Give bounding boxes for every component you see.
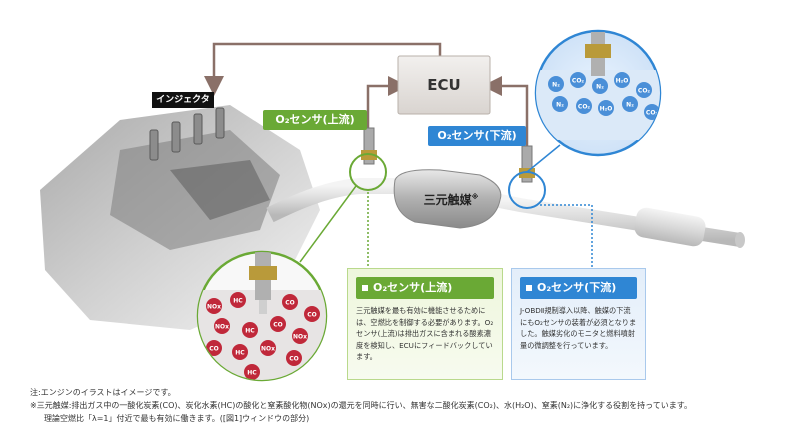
upstream-molecule-bubble bbox=[304, 306, 320, 322]
downstream-molecule-bubble bbox=[636, 82, 652, 98]
callout-lines-blue bbox=[526, 144, 593, 268]
downstream-molecule-label: N₂ bbox=[556, 102, 564, 109]
arrow-downstream-to-ecu bbox=[482, 76, 529, 146]
upstream-molecule-bubble bbox=[292, 328, 308, 344]
upstream-molecule-label: CO bbox=[307, 312, 317, 319]
upstream-molecule-label: CO bbox=[273, 322, 283, 329]
upstream-molecule-bubble bbox=[232, 344, 248, 360]
downstream-molecule-bubble bbox=[576, 98, 592, 114]
downstream-molecule-bubble bbox=[548, 76, 564, 92]
sensor-upstream bbox=[349, 127, 387, 191]
note-line: 理論空燃比「λ=1」付近で最も有効に働きます。([図1]ウィンドウの部分) bbox=[44, 414, 310, 423]
upstream-molecule-bubble bbox=[242, 322, 258, 338]
upstream-panel-body: 三元触媒を最も有効に機能させるためには、空燃比を制御する必要があります。O₂セン… bbox=[356, 306, 494, 361]
upstream-molecule-label: NOx bbox=[293, 334, 307, 341]
upstream-panel-header: O₂センサ(上流) bbox=[356, 277, 494, 299]
upstream-molecule-bubble bbox=[230, 292, 246, 308]
square-bullet-icon bbox=[526, 285, 532, 291]
lens-downstream: N₂ CO₂ N₂ H₂O CO₂ N₂ CO₂ H₂O N₂ CO₂ bbox=[534, 29, 662, 157]
upstream-molecule-label: CO bbox=[209, 346, 219, 353]
downstream-molecule-bubble bbox=[552, 96, 568, 112]
upstream-molecule-bubble bbox=[260, 340, 276, 356]
upstream-molecule-bubble bbox=[244, 364, 260, 380]
upstream-molecule-bubble bbox=[206, 340, 222, 356]
downstream-molecule-bubble bbox=[570, 72, 586, 88]
upstream-molecule-bubble bbox=[206, 298, 222, 314]
arrow-upstream-to-ecu bbox=[366, 76, 408, 128]
upstream-molecule-label: CO bbox=[285, 300, 295, 307]
catalyst-label: 三元触媒※ bbox=[418, 188, 484, 206]
upstream-panel-title: O₂センサ(上流) bbox=[373, 281, 453, 294]
note-line: 注:エンジンのイラストはイメージです。 bbox=[30, 388, 176, 397]
downstream-molecule-label: N₂ bbox=[596, 84, 604, 91]
downstream-molecule-label: CO₂ bbox=[646, 110, 659, 117]
downstream-panel-header: O₂センサ(下流) bbox=[520, 277, 637, 299]
upstream-molecule-label: HC bbox=[235, 350, 245, 357]
upstream-molecule-label: NOx bbox=[207, 304, 221, 311]
downstream-molecule-label: H₂O bbox=[616, 78, 629, 85]
ecu-box bbox=[397, 55, 491, 115]
upstream-molecule-bubble bbox=[286, 350, 302, 366]
upstream-molecule-label: NOx bbox=[215, 324, 229, 331]
upstream-molecule-label: CO bbox=[289, 356, 299, 363]
upstream-molecule-bubble bbox=[282, 294, 298, 310]
downstream-molecule-label: CO₂ bbox=[638, 88, 651, 95]
catalytic-converter bbox=[393, 169, 502, 229]
downstream-panel-title: O₂センサ(下流) bbox=[537, 281, 617, 294]
downstream-molecule-label: CO₂ bbox=[572, 78, 585, 85]
downstream-molecule-bubble bbox=[592, 78, 608, 94]
callout-lines bbox=[299, 185, 369, 268]
square-bullet-icon bbox=[362, 285, 368, 291]
footnotes: 注:エンジンのイラストはイメージです。 ※三元触媒:排出ガス中の一酸化炭素(CO… bbox=[30, 386, 790, 425]
note-line: ※三元触媒:排出ガス中の一酸化炭素(CO)、炭化水素(HC)の酸化と窒素酸化物(… bbox=[30, 401, 692, 410]
exhaust-pipe bbox=[266, 178, 745, 248]
downstream-sensor-label: O₂センサ(下流) bbox=[428, 126, 526, 146]
upstream-molecule-label: HC bbox=[245, 328, 255, 335]
ecu-label: ECU bbox=[427, 76, 461, 94]
upstream-sensor-panel: O₂センサ(上流) 三元触媒を最も有効に機能させるためには、空燃比を制御する必要… bbox=[347, 268, 503, 380]
upstream-molecule-bubble bbox=[270, 316, 286, 332]
upstream-molecule-label: HC bbox=[233, 298, 243, 305]
upstream-molecule-label: HC bbox=[247, 370, 257, 377]
downstream-molecule-bubble bbox=[622, 96, 638, 112]
catalyst-footnote-mark: ※ bbox=[471, 193, 479, 201]
downstream-panel-body: J-OBDⅡ規制導入以降、触媒の下流にもO₂センサの装着が必須となりました。触媒… bbox=[520, 306, 637, 350]
downstream-molecule-label: CO₂ bbox=[578, 104, 591, 111]
injector-icons bbox=[149, 107, 225, 161]
injector-label: インジェクタ bbox=[152, 92, 214, 108]
downstream-molecule-label: N₂ bbox=[552, 82, 560, 89]
catalyst-label-text: 三元触媒 bbox=[423, 193, 472, 206]
downstream-sensor-panel: O₂センサ(下流) J-OBDⅡ規制導入以降、触媒の下流にもO₂センサの装着が必… bbox=[511, 268, 646, 380]
upstream-sensor-label: O₂センサ(上流) bbox=[263, 110, 367, 130]
downstream-molecule-label: N₂ bbox=[626, 102, 634, 109]
upstream-molecule-label: NOx bbox=[261, 346, 275, 353]
upstream-molecule-bubble bbox=[214, 318, 230, 334]
downstream-molecule-bubble bbox=[598, 100, 614, 116]
downstream-molecule-bubble bbox=[614, 72, 630, 88]
downstream-molecule-label: H₂O bbox=[600, 106, 613, 113]
